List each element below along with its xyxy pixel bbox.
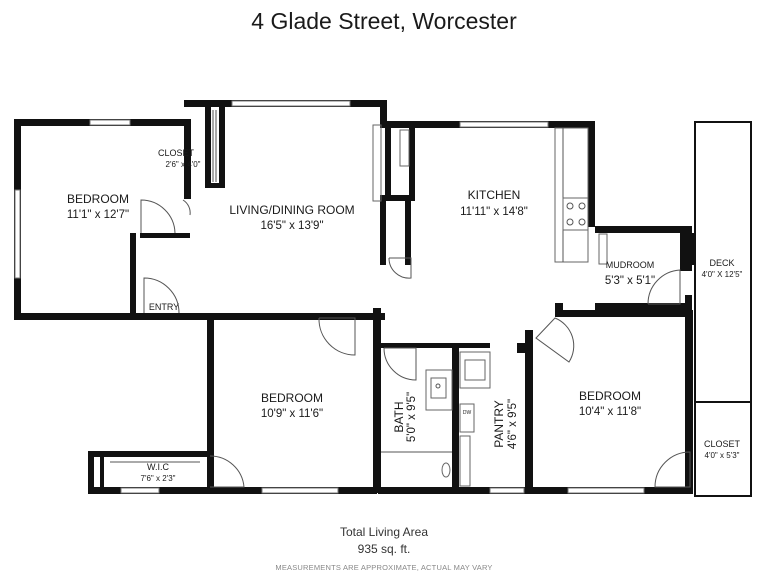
room-name-bath: BATH xyxy=(392,401,406,432)
room-dims-mudroom: 5'3" x 5'1" xyxy=(605,275,655,287)
room-dims-closet-se: 4'0" x 5'3" xyxy=(705,451,740,460)
room-name-mudroom: MUDROOM xyxy=(606,260,655,270)
room-name-bedroom-se: BEDROOM xyxy=(579,389,641,403)
room-name-deck: DECK xyxy=(709,258,734,268)
room-name-pantry: PANTRY xyxy=(492,400,506,448)
windows xyxy=(14,100,645,494)
room-dims-kitchen: 11'11" x 14'8" xyxy=(460,206,528,218)
room-dims-wic: 7'6" x 2'3" xyxy=(141,474,176,483)
total-area-value: 935 sq. ft. xyxy=(357,542,411,556)
room-name-entry: ENTRY xyxy=(149,302,179,312)
walls xyxy=(14,100,752,497)
room-name-wic: W.I.C xyxy=(147,462,169,472)
fixtures xyxy=(110,110,608,487)
room-dims-living: 16'5" x 13'9" xyxy=(260,220,323,232)
room-name-bedroom-sw: BEDROOM xyxy=(261,391,323,405)
room-name-closet-nw: CLOSET xyxy=(158,148,195,158)
room-dims-bath: 5'0" x 9'5" xyxy=(406,392,418,442)
room-name-living: LIVING/DINING ROOM xyxy=(229,203,354,217)
room-dims-pantry: 4'6" x 9'5" xyxy=(507,399,519,449)
door-swings xyxy=(140,199,691,488)
room-labels: BEDROOM 11'1" x 12'7" CLOSET 2'6" x 4'0"… xyxy=(67,148,743,483)
room-dims-bedroom-se: 10'4" x 11'8" xyxy=(579,406,641,418)
room-dims-closet-nw: 2'6" x 4'0" xyxy=(166,160,201,169)
room-dims-bedroom-sw: 10'9" x 11'6" xyxy=(261,408,323,420)
room-dims-deck: 4'0" X 12'5" xyxy=(702,270,743,279)
room-name-bedroom-nw: BEDROOM xyxy=(67,192,129,206)
room-dims-bedroom-nw: 11'1" x 12'7" xyxy=(67,209,129,221)
plan-title: 4 Glade Street, Worcester xyxy=(251,8,517,34)
room-name-closet-se: CLOSET xyxy=(704,439,741,449)
dishwasher-label: DW xyxy=(463,410,472,416)
disclaimer: MEASUREMENTS ARE APPROXIMATE, ACTUAL MAY… xyxy=(275,563,493,572)
room-name-kitchen: KITCHEN xyxy=(468,188,521,202)
total-area-label: Total Living Area xyxy=(339,525,429,539)
